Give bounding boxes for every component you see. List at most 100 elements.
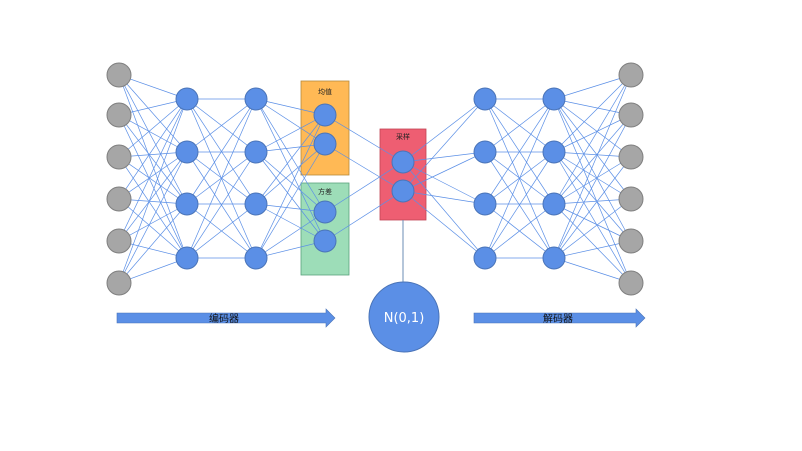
latent-sample-node: [391, 150, 415, 174]
latent-params-node: [313, 229, 337, 253]
mean-label: 均值: [318, 87, 332, 96]
mean-box: [300, 80, 350, 176]
neuron-nodes: [106, 62, 644, 296]
encoder-label: 编码器: [209, 312, 239, 325]
dec-hidden-2-node: [542, 87, 566, 111]
latent-params-node: [313, 132, 337, 156]
edge: [553, 98, 632, 158]
edge: [553, 203, 632, 242]
edge: [118, 98, 188, 158]
edge: [402, 161, 486, 205]
edge: [553, 74, 632, 259]
noise-label: N(0,1): [384, 311, 425, 326]
output-node: [618, 228, 644, 254]
dec-hidden-2-node: [542, 246, 566, 270]
edge: [553, 151, 632, 242]
input-node: [106, 270, 132, 296]
enc-hidden-1-node: [175, 87, 199, 111]
enc-hidden-1-node: [175, 246, 199, 270]
dec-hidden-1-node: [473, 192, 497, 216]
edge: [255, 143, 326, 259]
edge: [186, 203, 257, 259]
output-node: [618, 62, 644, 88]
edge: [186, 98, 257, 205]
edge: [484, 151, 555, 259]
edge: [553, 151, 632, 158]
edge: [553, 203, 632, 284]
latent-params-node: [313, 103, 337, 127]
edge: [255, 151, 326, 213]
edge: [402, 151, 486, 192]
edge: [553, 156, 632, 205]
edge: [553, 240, 632, 259]
edge: [255, 211, 326, 259]
encoder-arrow: [116, 308, 336, 328]
output-node: [618, 186, 644, 212]
edge: [553, 151, 632, 284]
edge: [402, 151, 486, 163]
edge: [118, 156, 188, 205]
edge: [255, 203, 326, 242]
dec-hidden-1-node: [473, 87, 497, 111]
edge: [553, 98, 632, 200]
edge: [186, 98, 257, 259]
edge: [553, 74, 632, 100]
edge: [118, 74, 188, 153]
edge: [118, 74, 188, 205]
enc-hidden-1-node: [175, 192, 199, 216]
variance-box: [300, 182, 350, 276]
edge: [553, 114, 632, 259]
edge: [255, 143, 326, 153]
input-node: [106, 228, 132, 254]
edge: [255, 98, 326, 145]
edge: [255, 143, 326, 205]
edge: [324, 114, 404, 163]
output-node: [618, 102, 644, 128]
edge: [402, 98, 486, 163]
edge: [553, 151, 632, 200]
edge: [118, 114, 188, 259]
dec-hidden-1-node: [473, 246, 497, 270]
edge: [402, 190, 486, 205]
latent-params-node: [313, 200, 337, 224]
edge: [118, 98, 188, 242]
edge: [186, 98, 257, 153]
edge: [402, 161, 486, 259]
decoder-label: 解码器: [543, 312, 573, 325]
edge: [553, 257, 632, 284]
enc-hidden-2-node: [244, 246, 268, 270]
edge: [118, 74, 188, 259]
edge: [553, 98, 632, 116]
edge: [324, 190, 404, 242]
edge: [553, 198, 632, 259]
input-node: [106, 186, 132, 212]
dec-hidden-2-node: [542, 140, 566, 164]
edge: [553, 74, 632, 205]
decoder-arrow: [473, 308, 646, 328]
edge: [553, 198, 632, 205]
edge: [255, 114, 326, 153]
edge: [255, 98, 326, 242]
edge: [118, 98, 188, 284]
edge: [402, 190, 486, 259]
edge: [255, 114, 326, 205]
edge: [553, 98, 632, 284]
edge: [118, 114, 188, 205]
sample-label: 采样: [396, 132, 410, 141]
edge: [553, 114, 632, 205]
edge: [255, 114, 326, 259]
edge: [186, 151, 257, 259]
edge: [255, 151, 326, 242]
sample-box: [379, 128, 427, 221]
edge: [255, 98, 326, 116]
enc-hidden-2-node: [244, 192, 268, 216]
edge: [484, 98, 555, 205]
noise-circle: [368, 281, 440, 353]
enc-hidden-1-node: [175, 140, 199, 164]
edge: [553, 114, 632, 153]
dec-hidden-2-node: [542, 192, 566, 216]
edge: [118, 114, 188, 153]
edge: [118, 151, 188, 242]
edge: [118, 203, 188, 284]
